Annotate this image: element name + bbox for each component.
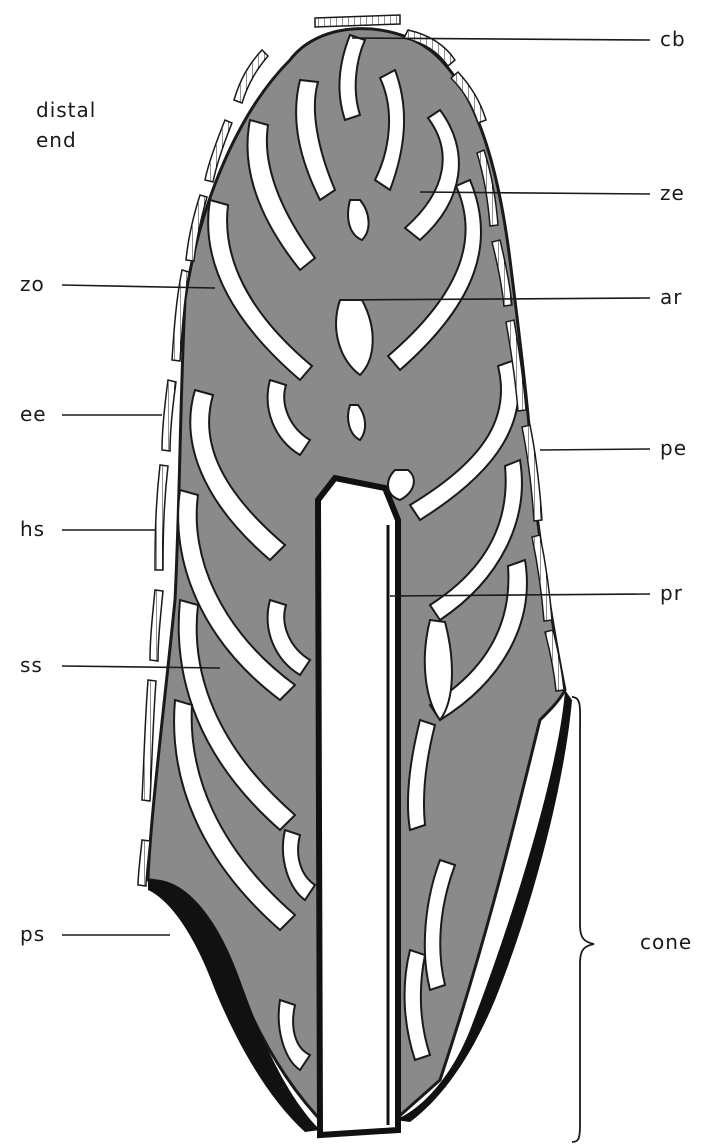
label-ps: ps <box>20 922 45 946</box>
label-ar: ar <box>660 285 682 309</box>
label-zo: zo <box>20 272 45 296</box>
label-pe: pe <box>660 436 687 460</box>
central-rod <box>318 478 398 1135</box>
cone-brace <box>572 697 594 1142</box>
label-ee: ee <box>20 402 47 426</box>
label-cb: cb <box>660 27 686 51</box>
label-hs: hs <box>20 517 45 541</box>
leader-pe <box>540 449 650 450</box>
label-pr: pr <box>660 581 683 605</box>
label-ss: ss <box>20 653 43 677</box>
title-distal: distal <box>36 98 96 122</box>
label-ze: ze <box>660 181 685 205</box>
label-cone: cone <box>640 930 692 954</box>
title-end: end <box>36 128 77 152</box>
